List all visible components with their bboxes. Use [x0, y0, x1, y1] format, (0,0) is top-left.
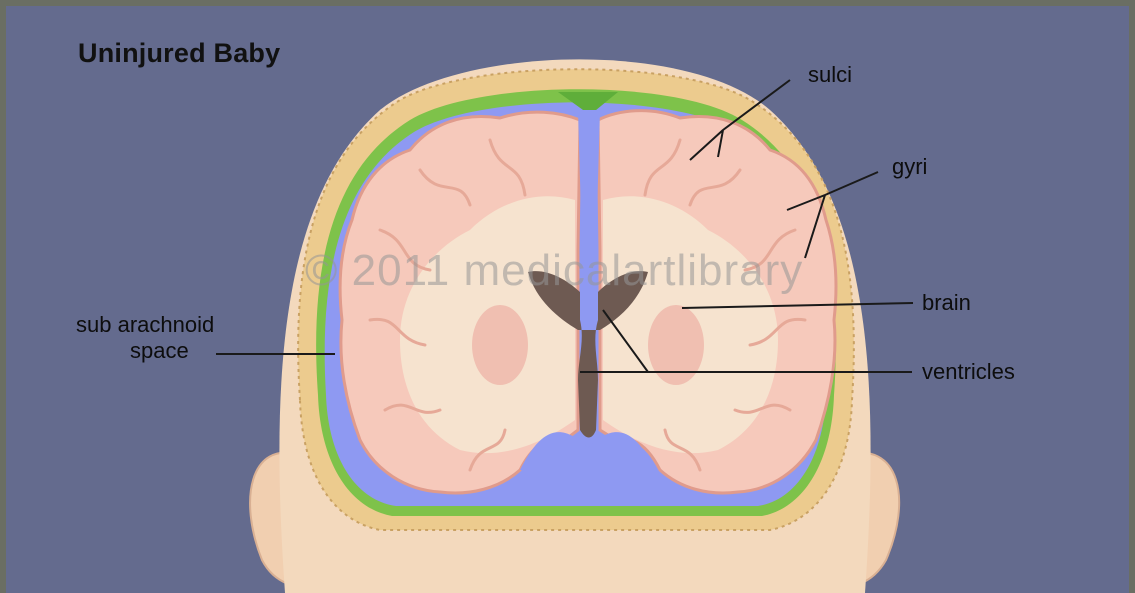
- label-brain: brain: [922, 292, 971, 314]
- label-subarachnoid-line2: space: [130, 340, 189, 362]
- label-subarachnoid-line1: sub arachnoid: [76, 314, 214, 336]
- label-ventricles: ventricles: [922, 361, 1015, 383]
- diagram-title: Uninjured Baby: [78, 38, 280, 69]
- label-gyri: gyri: [892, 156, 927, 178]
- left-basal-ganglia: [472, 305, 528, 385]
- label-sulci: sulci: [808, 64, 852, 86]
- watermark: © 2011 medicalartlibrary: [305, 246, 803, 296]
